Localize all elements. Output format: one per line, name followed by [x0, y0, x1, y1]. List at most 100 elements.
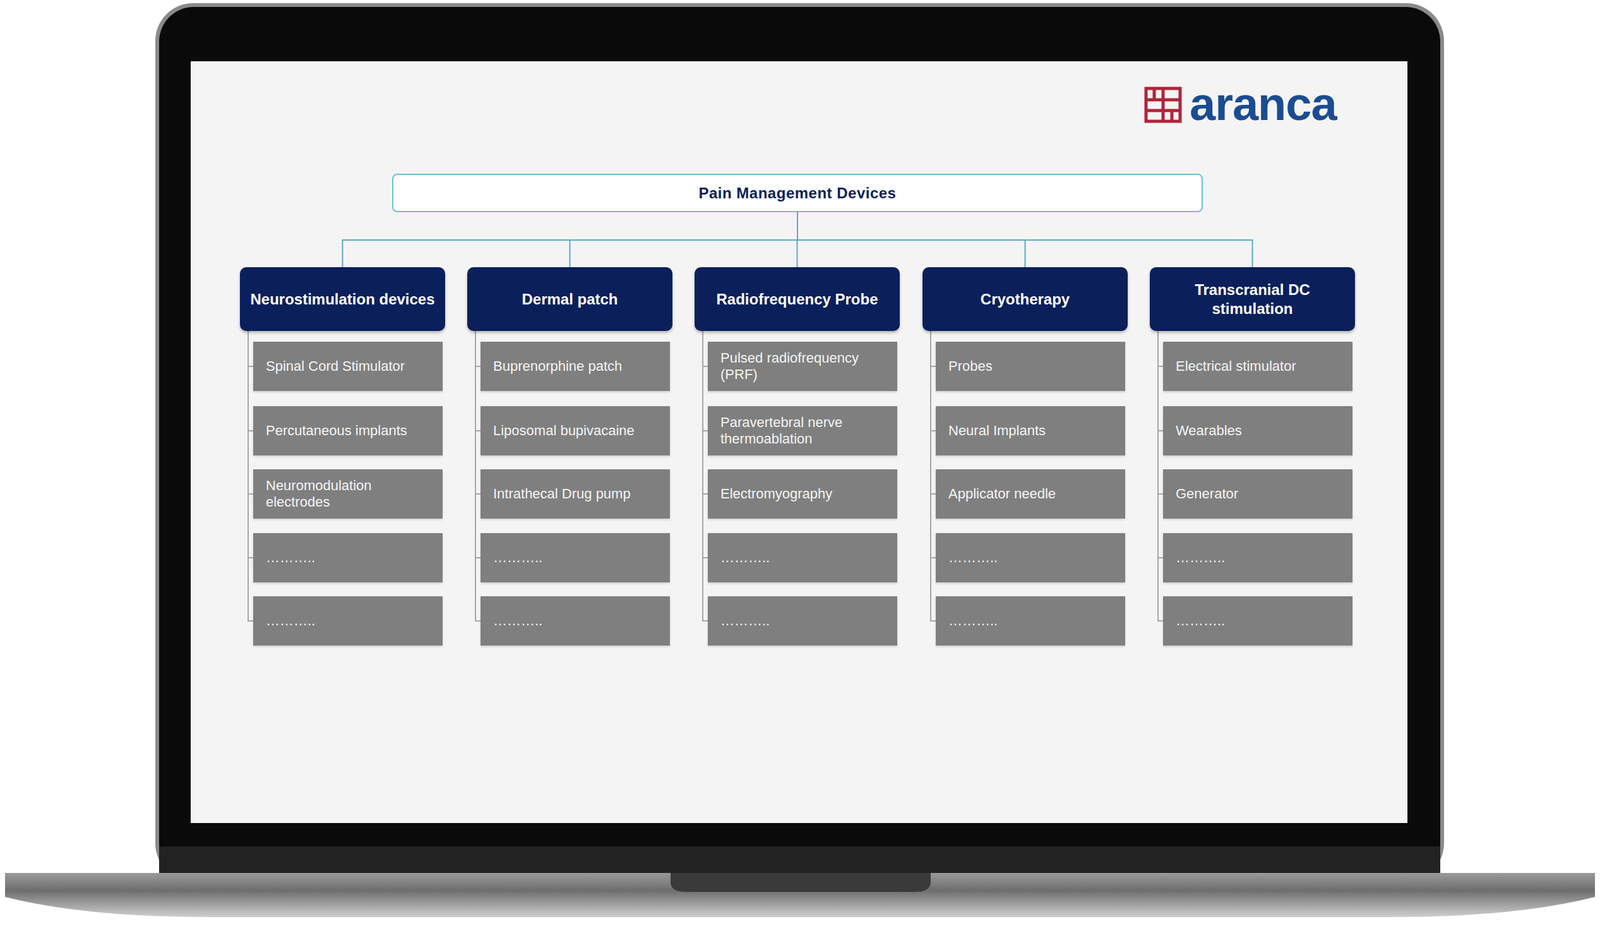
- connector-line: [702, 330, 708, 621]
- connector-line: [930, 330, 936, 558]
- item-box: Electromyography: [707, 469, 898, 519]
- item-box: Wearables: [1163, 405, 1353, 456]
- connector-line: [1158, 330, 1164, 367]
- node-text: Buprenorphine patch: [493, 358, 622, 375]
- connector-line: [930, 330, 936, 367]
- item-box: Intrathecal Drug pump: [480, 469, 670, 519]
- item-box: ………..: [707, 532, 898, 583]
- item-box: ………..: [935, 532, 1126, 583]
- category-box: Radiofrequency Probe: [694, 267, 900, 331]
- connector-line: [248, 330, 254, 621]
- connector-line: [1158, 330, 1164, 494]
- connector-line: [475, 330, 481, 494]
- node-text: Liposomal bupivacaine: [493, 422, 635, 439]
- connector-line: [570, 212, 799, 268]
- item-box: ………..: [480, 596, 670, 646]
- item-box: ………..: [707, 596, 898, 646]
- connector-line: [1158, 330, 1164, 621]
- node-text: ………..: [493, 612, 543, 629]
- connector-line: [248, 330, 254, 431]
- node-text: ………..: [493, 549, 543, 566]
- item-box: Liposomal bupivacaine: [480, 405, 670, 456]
- connector-line: [930, 330, 936, 431]
- node-text: Dermal patch: [521, 289, 618, 309]
- bezel-chin: [159, 846, 1441, 874]
- node-text: Generator: [1175, 485, 1239, 502]
- connector-line: [930, 330, 936, 621]
- item-box: Neural Implants: [935, 405, 1126, 456]
- node-text: Percutaneous implants: [265, 422, 408, 439]
- node-text: ………..: [265, 612, 316, 629]
- item-box: ………..: [1163, 596, 1353, 646]
- connector-line: [930, 330, 936, 494]
- node-text: Cryotherapy: [980, 289, 1070, 309]
- connector-line: [248, 330, 254, 558]
- connector-line: [475, 330, 481, 431]
- root-box: Pain Management Devices: [392, 173, 1203, 213]
- node-text: Neuromodulation electrodes: [265, 477, 433, 511]
- connector-line: [1158, 330, 1164, 558]
- node-text: ………..: [265, 549, 316, 566]
- connector-line: [248, 330, 254, 494]
- connector-line: [702, 330, 708, 367]
- item-box: ………..: [1163, 532, 1353, 583]
- category-box: Transcranial DC stimulation: [1149, 267, 1356, 331]
- node-text: Applicator needle: [948, 485, 1056, 502]
- node-text: Intrathecal Drug pump: [493, 485, 631, 502]
- node-text: Pain Management Devices: [698, 184, 897, 203]
- item-box: Percutaneous implants: [253, 405, 443, 456]
- category-box: Dermal patch: [467, 267, 673, 331]
- node-text: ………..: [720, 612, 770, 629]
- node-text: Probes: [948, 358, 993, 375]
- node-text: ………..: [948, 549, 998, 566]
- connector-line: [248, 330, 254, 367]
- node-text: Transcranial DC stimulation: [1158, 280, 1347, 319]
- node-text: Neurostimulation devices: [250, 289, 435, 309]
- node-text: Neural Implants: [948, 422, 1046, 439]
- connector-line: [475, 330, 481, 367]
- connector-line: [342, 212, 799, 268]
- category-box: Neurostimulation devices: [239, 267, 446, 331]
- node-text: Paravertebral nerve thermoablation: [720, 414, 888, 448]
- connector-line: [702, 330, 708, 558]
- node-text: ………..: [1175, 612, 1225, 629]
- item-box: Neuromodulation electrodes: [253, 469, 443, 519]
- item-box: ………..: [480, 532, 670, 583]
- connector-line: [797, 212, 1253, 268]
- item-box: Buprenorphine patch: [480, 341, 670, 391]
- item-box: ………..: [253, 532, 443, 583]
- item-box: Paravertebral nerve thermoablation: [707, 405, 898, 456]
- bezel: [159, 6, 1441, 879]
- connector-line: [475, 330, 481, 621]
- item-box: Electrical stimulator: [1163, 341, 1353, 391]
- category-box: Cryotherapy: [922, 267, 1128, 331]
- node-text: ………..: [948, 612, 998, 629]
- item-box: Applicator needle: [935, 469, 1126, 519]
- connector-line: [702, 330, 708, 431]
- node-text: Spinal Cord Stimulator: [265, 358, 405, 375]
- item-box: Spinal Cord Stimulator: [253, 341, 443, 391]
- item-box: ………..: [935, 596, 1126, 646]
- node-text: ………..: [1175, 549, 1225, 566]
- item-box: ………..: [253, 596, 443, 646]
- screen: [190, 61, 1408, 823]
- node-text: Pulsed radiofrequency (PRF): [720, 349, 888, 384]
- connector-line: [475, 330, 481, 558]
- item-box: Generator: [1163, 469, 1353, 519]
- logo-text: aranca: [1189, 80, 1337, 128]
- item-box: Probes: [935, 341, 1126, 391]
- logo-icon: [1146, 88, 1181, 122]
- item-box: Pulsed radiofrequency (PRF): [707, 341, 898, 391]
- base-notch: [670, 872, 931, 892]
- connector-line: [702, 330, 708, 494]
- node-text: Wearables: [1175, 422, 1242, 439]
- node-text: Electromyography: [720, 485, 833, 502]
- connector-line: [1158, 330, 1164, 431]
- node-text: ………..: [720, 549, 770, 566]
- node-text: Electrical stimulator: [1175, 358, 1297, 375]
- node-text: Radiofrequency Probe: [716, 289, 878, 309]
- bezel-edge: [155, 3, 1445, 881]
- laptop-base: [5, 872, 1595, 917]
